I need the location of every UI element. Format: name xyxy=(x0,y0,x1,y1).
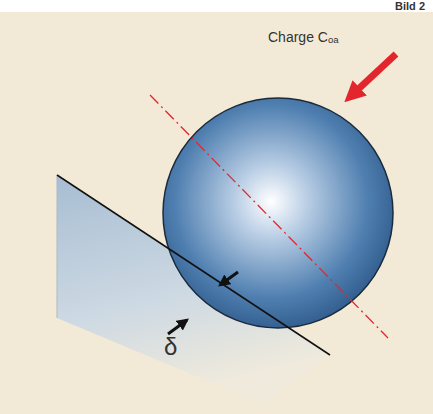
plane-edge xyxy=(57,175,58,318)
ball xyxy=(163,98,393,328)
figure-number: Bild 2 xyxy=(395,0,425,12)
deflection-arrow xyxy=(220,272,238,285)
load-arrow xyxy=(352,54,396,95)
load-label: Charge Cₒₐ xyxy=(268,30,338,45)
deflection-symbol: δ xyxy=(164,334,177,360)
deflection-arrow xyxy=(168,320,187,334)
background-panel xyxy=(0,12,433,414)
load-axis xyxy=(150,95,388,338)
plane-top-edge xyxy=(57,175,330,355)
